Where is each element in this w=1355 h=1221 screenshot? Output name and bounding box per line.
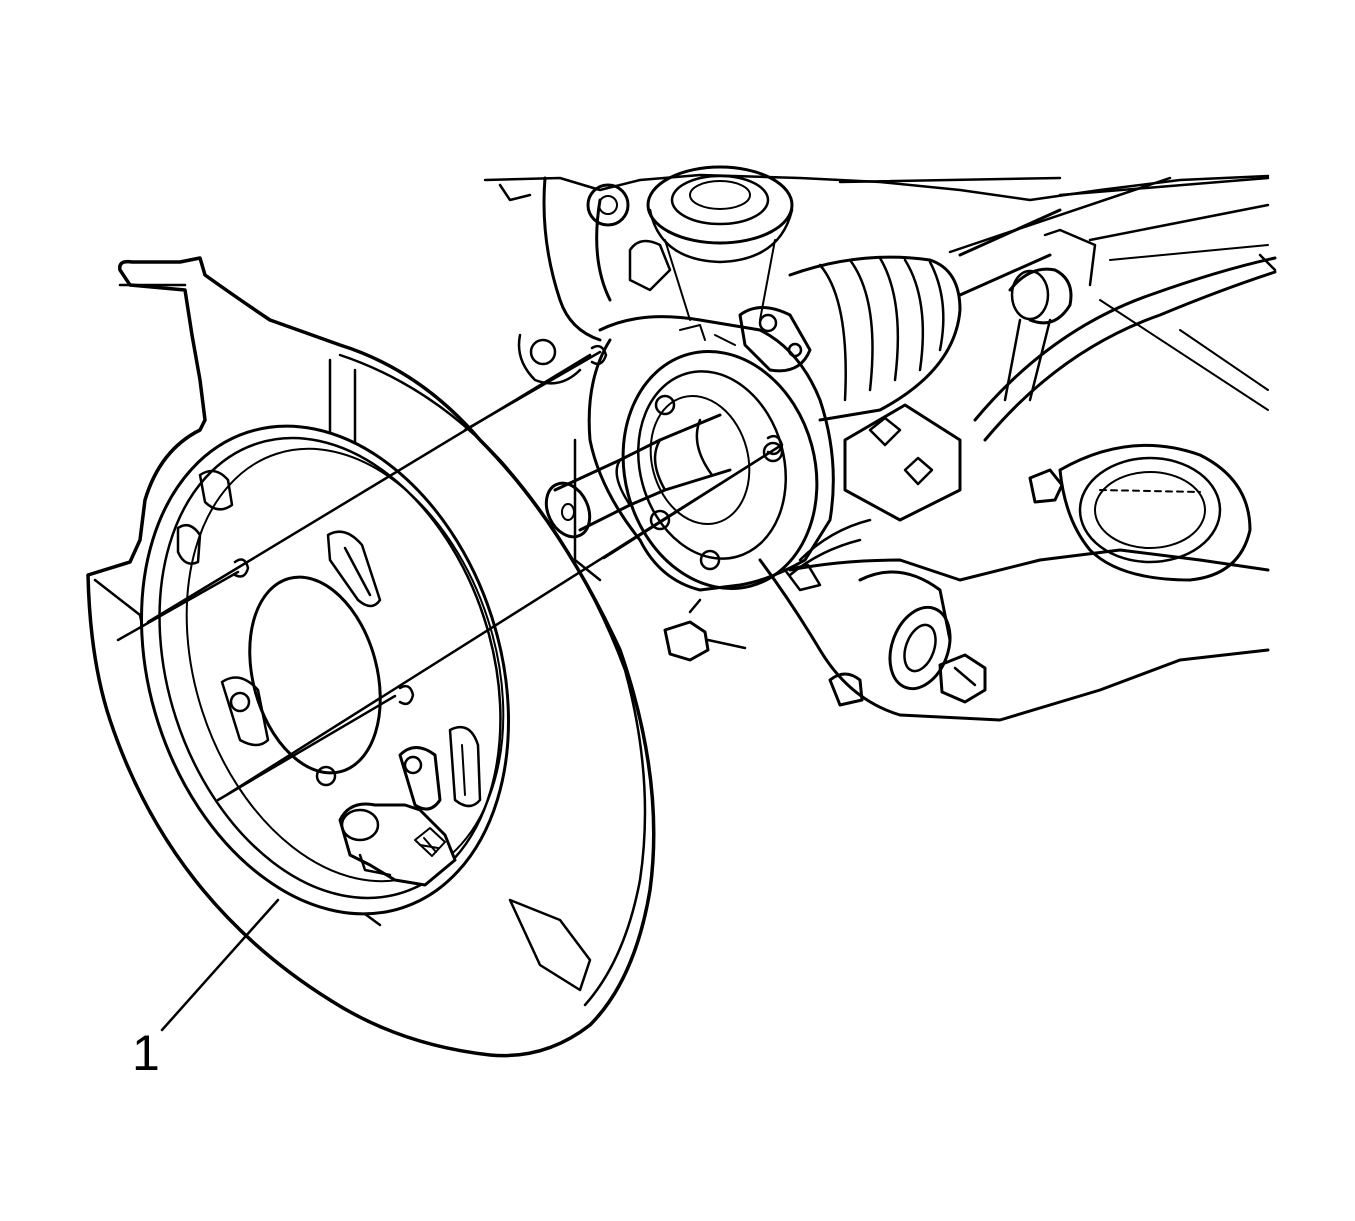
knuckle-and-suspension-assembly xyxy=(483,165,1277,722)
alignment-guide-lines xyxy=(116,350,782,802)
callout-1-label: 1 xyxy=(132,1025,160,1081)
callout-1-leader-line xyxy=(160,898,280,1032)
